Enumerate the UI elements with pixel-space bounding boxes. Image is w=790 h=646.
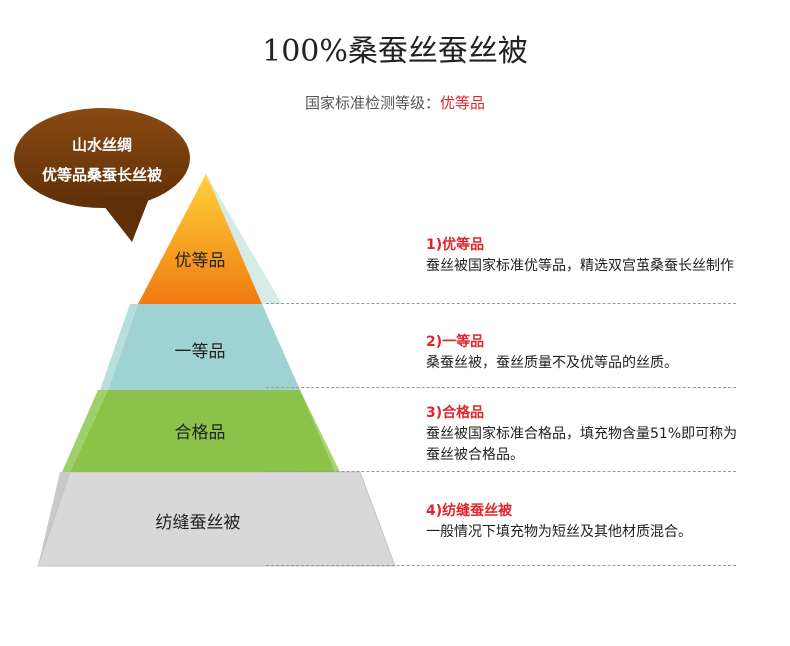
subtitle-prefix: 国家标准检测等级：	[304, 94, 440, 112]
description-2-heading: 2)一等品	[426, 334, 485, 350]
level-3-tier	[70, 390, 335, 472]
pyramid-side-left-green	[62, 390, 108, 472]
level-3-label: 合格品	[175, 423, 226, 443]
description-1-text: 蚕丝被国家标准优等品，精选双宫茧桑蚕长丝制作	[426, 258, 734, 274]
level-2-tier	[108, 304, 300, 390]
page-subtitle: 国家标准检测等级：优等品	[0, 92, 790, 113]
description-4-text: 一般情况下填充物为短丝及其他材质混合。	[426, 524, 692, 540]
pyramid-side-left-teal	[100, 304, 138, 390]
description-3: 3)合格品 蚕丝被国家标准合格品，填充物含量51%即可称为蚕丝被合格品。	[426, 402, 756, 466]
bubble-line-1: 山水丝绸	[72, 136, 132, 154]
pyramid-side-right-top	[206, 174, 282, 304]
level-2-label: 一等品	[175, 342, 226, 362]
description-4: 4)纺缝蚕丝被 一般情况下填充物为短丝及其他材质混合。	[426, 500, 756, 543]
level-1-tier	[138, 174, 262, 304]
description-3-heading: 3)合格品	[426, 405, 485, 421]
divider-2	[266, 387, 736, 388]
bubble-line-2: 优等品桑蚕长丝被	[42, 166, 163, 184]
bubble-tail	[96, 196, 150, 242]
subtitle-grade: 优等品	[440, 94, 486, 112]
description-4-heading: 4)纺缝蚕丝被	[426, 503, 513, 519]
level-1-label: 优等品	[175, 251, 226, 271]
bubble-shape	[14, 108, 190, 208]
description-1-heading: 1)优等品	[426, 237, 485, 253]
level-4-label: 纺缝蚕丝被	[156, 513, 241, 533]
description-2-text: 桑蚕丝被，蚕丝质量不及优等品的丝质。	[426, 355, 678, 371]
divider-1	[266, 303, 736, 304]
description-2: 2)一等品 桑蚕丝被，蚕丝质量不及优等品的丝质。	[426, 331, 756, 374]
divider-3	[266, 471, 736, 472]
description-3-text: 蚕丝被国家标准合格品，填充物含量51%即可称为蚕丝被合格品。	[426, 426, 738, 463]
page-title: 100%桑蚕丝蚕丝被	[262, 34, 528, 69]
description-1: 1)优等品 蚕丝被国家标准优等品，精选双宫茧桑蚕长丝制作	[426, 234, 756, 277]
divider-4	[266, 565, 736, 566]
